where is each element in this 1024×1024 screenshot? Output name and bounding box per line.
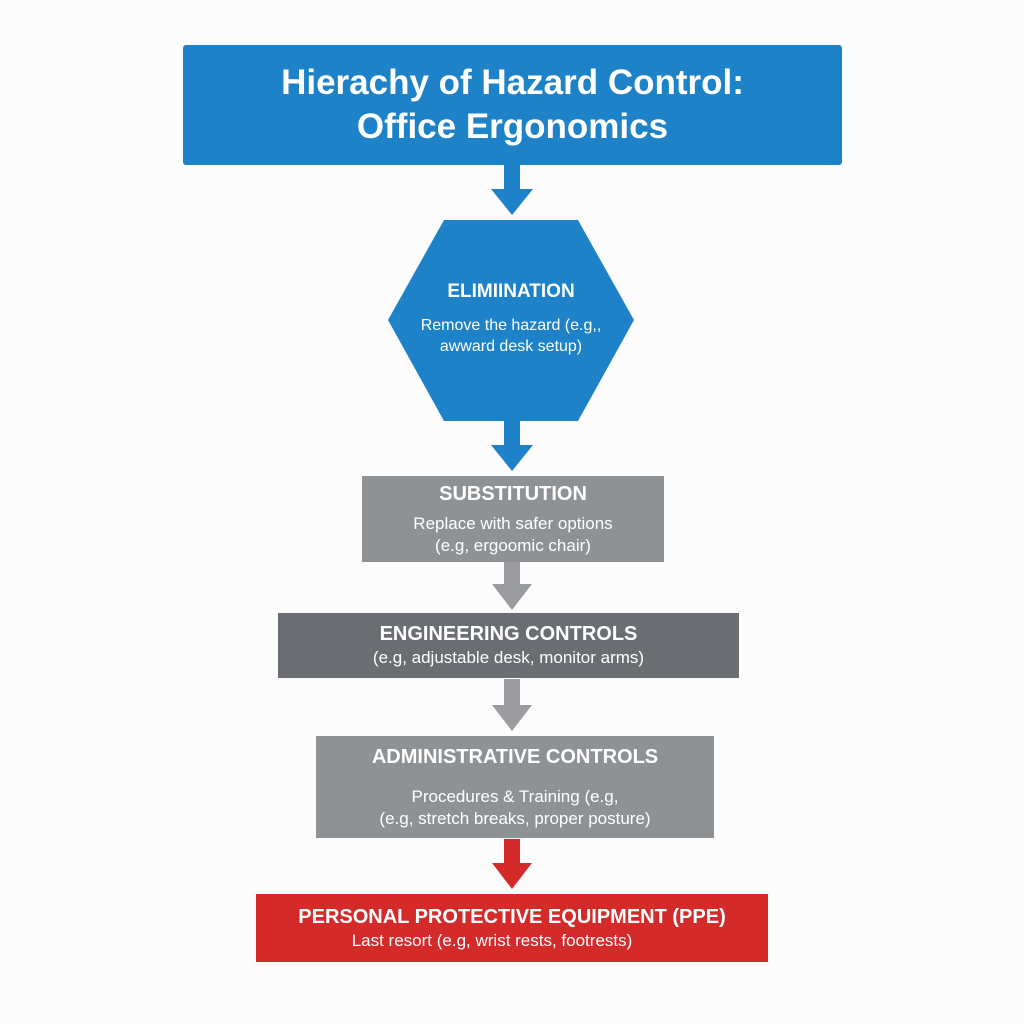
elimination-desc-line-2: awward desk setup) bbox=[439, 337, 583, 355]
ppe-node: PERSONAL PROTECTIVE EQUIPMENT (PPE) Last… bbox=[256, 894, 768, 962]
title-line-1: Hierachy of Hazard Control: bbox=[281, 63, 744, 102]
administrative-controls-node: ADMINISTRATIVE CONTROLS Procedures & Tra… bbox=[316, 736, 714, 838]
substitution-desc-line-2: (e.g, ergoomic chair) bbox=[435, 535, 591, 555]
substitution-desc-line-1: Replace with safer options bbox=[413, 513, 613, 533]
ppe-heading: PERSONAL PROTECTIVE EQUIPMENT (PPE) bbox=[298, 905, 726, 928]
arrow-down-icon bbox=[492, 839, 532, 889]
arrow-down-icon bbox=[491, 421, 533, 471]
administrative-desc-line-2: (e.g, stretch breaks, proper posture) bbox=[379, 808, 651, 828]
elimination-desc-line-1: Remove the hazard (e.g,, bbox=[420, 316, 602, 334]
substitution-node: SUBSTITUTION Replace with safer options … bbox=[362, 476, 664, 562]
elimination-heading: ELIMIINATION bbox=[447, 280, 575, 302]
engineering-heading: ENGINEERING CONTROLS bbox=[379, 623, 638, 645]
arrow-down-icon bbox=[491, 165, 533, 215]
administrative-desc-line-1: Procedures & Training (e.g, bbox=[411, 786, 619, 806]
ppe-desc-line-1: Last resort (e.g, wrist rests, footrests… bbox=[351, 930, 633, 950]
engineering-desc-line-1: (e.g, adjustable desk, monitor arms) bbox=[372, 648, 645, 667]
title-line-2: Office Ergonomics bbox=[356, 107, 669, 146]
diagram-title: Hierachy of Hazard Control: Office Ergon… bbox=[183, 45, 842, 165]
arrow-down-icon bbox=[492, 562, 532, 610]
hexagon-shape bbox=[388, 220, 634, 421]
administrative-heading: ADMINISTRATIVE CONTROLS bbox=[371, 745, 659, 768]
arrow-down-icon bbox=[492, 679, 532, 731]
engineering-controls-node: ENGINEERING CONTROLS (e.g, adjustable de… bbox=[278, 613, 739, 678]
substitution-heading: SUBSTITUTION bbox=[439, 482, 587, 505]
elimination-node: ELIMIINATION Remove the hazard (e.g,, aw… bbox=[388, 220, 634, 421]
